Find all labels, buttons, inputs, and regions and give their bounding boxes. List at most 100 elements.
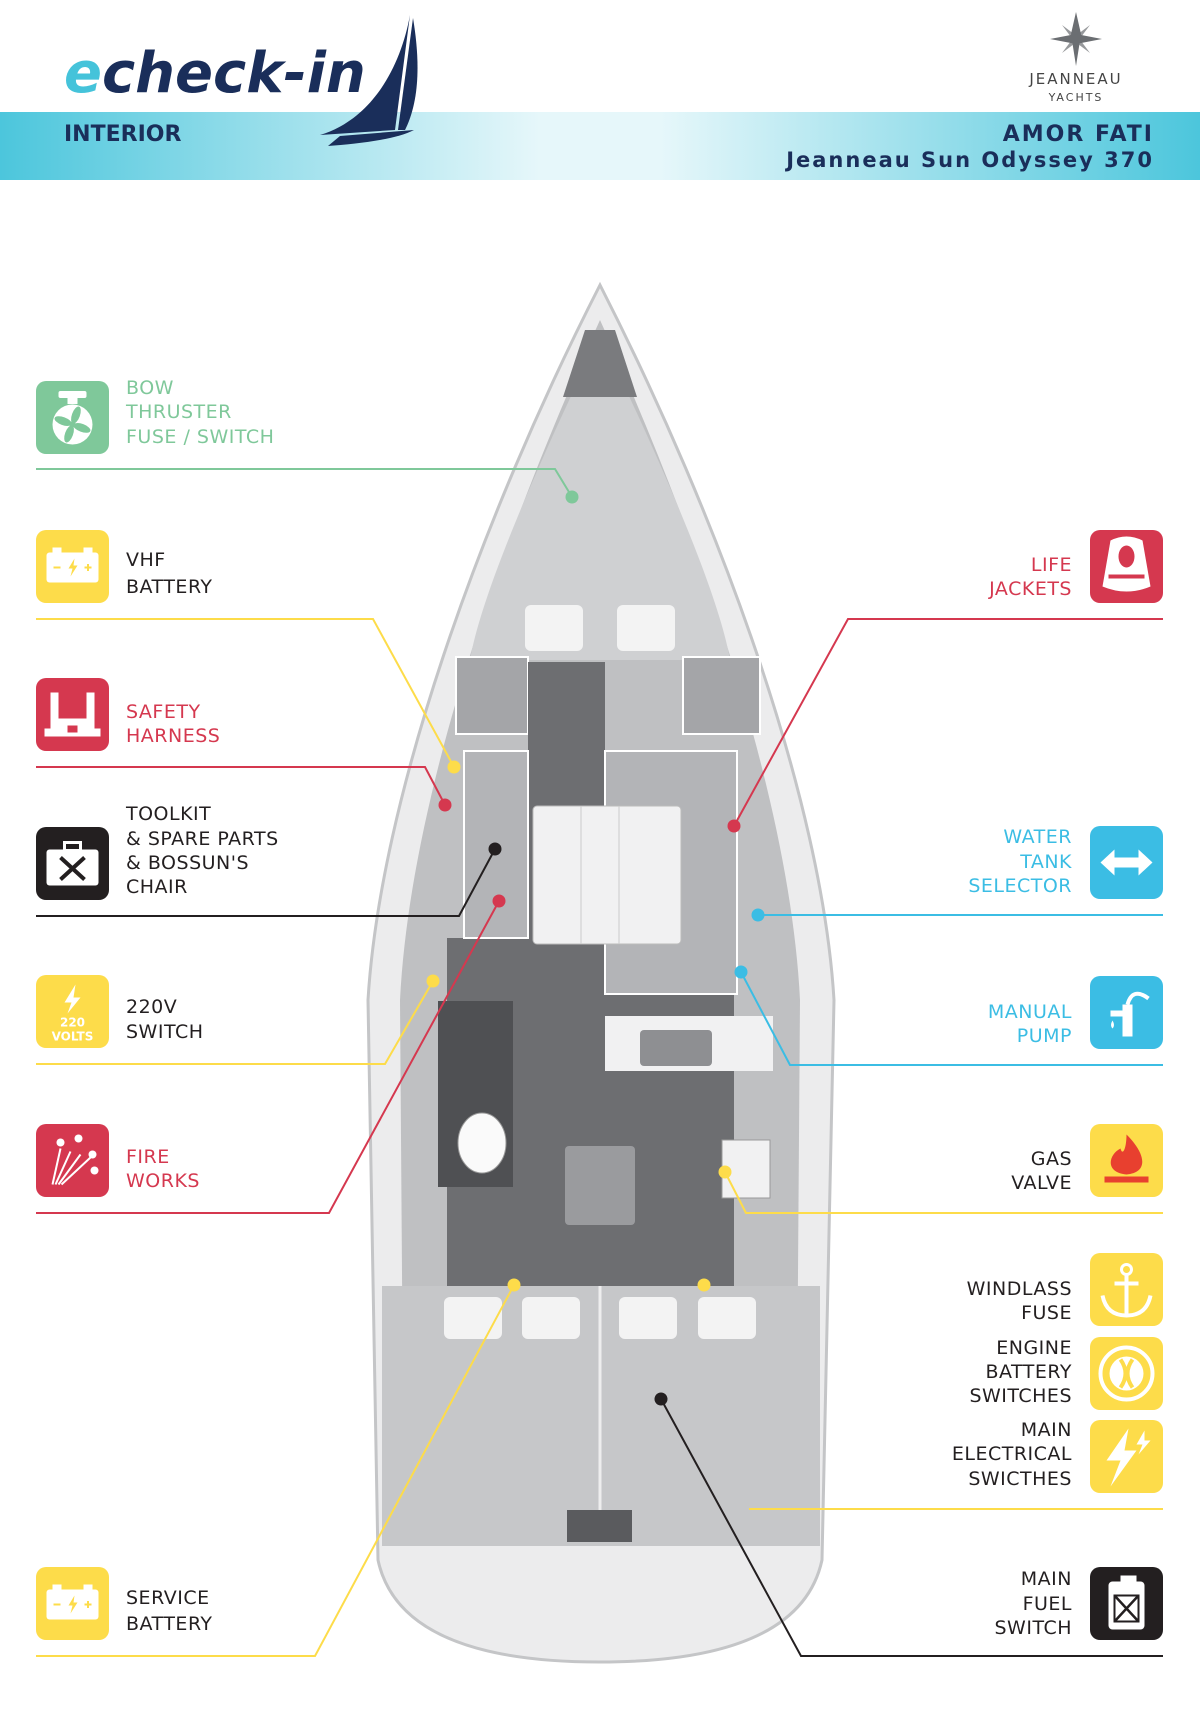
callout-label: VHF [126, 549, 166, 571]
callout-label: FUSE / SWITCH [126, 426, 274, 448]
callout-label: MAIN [1021, 1419, 1072, 1441]
sail-logo-icon [320, 15, 418, 146]
logo-rest: check-in [102, 41, 366, 106]
section-title: INTERIOR [64, 122, 181, 147]
forward-cabin [470, 335, 730, 660]
callout-label: VALVE [1011, 1172, 1072, 1194]
location-marker[interactable] [426, 974, 440, 988]
location-marker[interactable] [654, 1392, 668, 1406]
harness-icon [36, 678, 109, 751]
brand-name: JEANNEAU [1028, 70, 1122, 88]
callout-label: BATTERY [126, 1613, 213, 1635]
wardrobe [682, 656, 761, 735]
header: echeck-in INTERIOR AMOR FATI Jeanneau Su… [0, 12, 1200, 180]
callout-label: TOOLKIT [125, 803, 211, 825]
leader-line [36, 618, 455, 768]
callout-label: BOW [126, 377, 174, 399]
fuel-can-icon [1090, 1567, 1163, 1640]
logo-prefix: e [64, 41, 102, 106]
leader-line [733, 618, 1163, 827]
leader-line [724, 1171, 1163, 1214]
boat-model: Jeanneau Sun Odyssey 370 [784, 148, 1154, 172]
icon-text: 220 [60, 1016, 85, 1030]
callout-label: 220V [126, 996, 177, 1018]
location-marker[interactable] [718, 1165, 732, 1179]
salon-table [532, 805, 682, 945]
callout-label: SWITCH [126, 1021, 204, 1043]
pillow [522, 1297, 580, 1339]
callout-label: FUEL [1023, 1593, 1072, 1615]
pillow [525, 605, 583, 651]
fireworks-icon [36, 1124, 109, 1197]
pillow [617, 605, 675, 651]
logo: echeck-in [64, 41, 366, 106]
leader-line [36, 468, 573, 498]
callout-label: SWICTHES [968, 1468, 1072, 1490]
stern-companionway [567, 1510, 632, 1542]
location-marker[interactable] [751, 908, 765, 922]
bow-locker [563, 330, 637, 397]
lightning-icon [1090, 1420, 1163, 1493]
callout-battery-left: VHF BATTERY [36, 530, 461, 774]
location-marker[interactable] [697, 1278, 711, 1292]
location-marker[interactable] [565, 490, 579, 504]
battery-switch-icon [1090, 1337, 1163, 1410]
callout-label: BATTERY [126, 576, 213, 598]
location-marker[interactable] [447, 760, 461, 774]
callout-label: THRUSTER [125, 401, 232, 423]
leader-line [36, 900, 500, 1214]
icon-text: VOLTS [52, 1030, 94, 1044]
brand-sub: YACHTS [1048, 91, 1104, 104]
wardrobe [455, 656, 529, 735]
boat-floor-plan [366, 281, 836, 1664]
callout-label: & SPARE PARTS [126, 828, 279, 850]
stove [721, 1139, 771, 1199]
hand-pump-icon [1090, 976, 1163, 1049]
toilet [457, 1112, 507, 1174]
callout-label: PUMP [1017, 1025, 1072, 1047]
pillow [698, 1297, 756, 1339]
leader-line [36, 766, 446, 806]
location-marker[interactable] [492, 894, 506, 908]
callout-label: ELECTRICAL [952, 1443, 1072, 1465]
callout-label: MAIN [1021, 1568, 1072, 1590]
leader-line [36, 980, 434, 1065]
battery-icon [36, 1567, 109, 1640]
callout-label: WINDLASS [967, 1278, 1072, 1300]
galley-sink [640, 1030, 712, 1066]
pillow [619, 1297, 677, 1339]
callout-label: FIRE [126, 1146, 170, 1168]
callout-label: JACKETS [988, 578, 1072, 600]
battery-icon [36, 530, 109, 603]
callout-label: GAS [1031, 1148, 1072, 1170]
leader-line [36, 1284, 515, 1657]
boat-name: AMOR FATI [1003, 122, 1154, 147]
callout-label: BATTERY [985, 1361, 1072, 1383]
location-marker[interactable] [438, 798, 452, 812]
location-marker[interactable] [488, 842, 502, 856]
callout-label: WORKS [126, 1170, 200, 1192]
gas-flame-icon [1090, 1124, 1163, 1197]
callout-label: FUSE [1021, 1302, 1072, 1324]
callout-label: LIFE [1031, 554, 1072, 576]
location-marker[interactable] [507, 1278, 521, 1292]
callout-label: HARNESS [126, 725, 220, 747]
callout-label: ENGINE [996, 1337, 1072, 1359]
pillow [444, 1297, 502, 1339]
anchor-icon [1090, 1253, 1163, 1326]
location-marker[interactable] [727, 819, 741, 833]
location-marker[interactable] [734, 965, 748, 979]
